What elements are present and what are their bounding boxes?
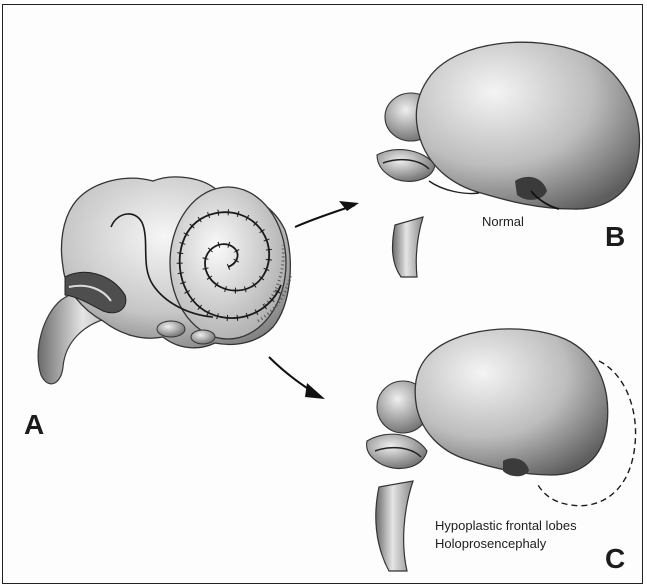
brain-development-illustration: [3, 5, 644, 585]
panel-c-caption-line1: Hypoplastic frontal lobes: [435, 517, 577, 535]
panel-b-caption: Normal: [482, 213, 524, 231]
panel-label-c: C: [605, 545, 625, 573]
arrow-to-holoprosencephaly: [269, 357, 325, 399]
panel-label-a: A: [24, 411, 44, 439]
panel-label-b: B: [605, 223, 625, 251]
panel-c-caption-line2: Holoprosencephaly: [435, 535, 546, 553]
panel-a-embryonic-brain: [38, 177, 291, 384]
figure-frame: A Normal B Hypoplastic frontal lobes Hol…: [2, 4, 643, 584]
arrow-to-normal: [295, 201, 359, 227]
panel-b-normal-brain: [377, 42, 639, 277]
